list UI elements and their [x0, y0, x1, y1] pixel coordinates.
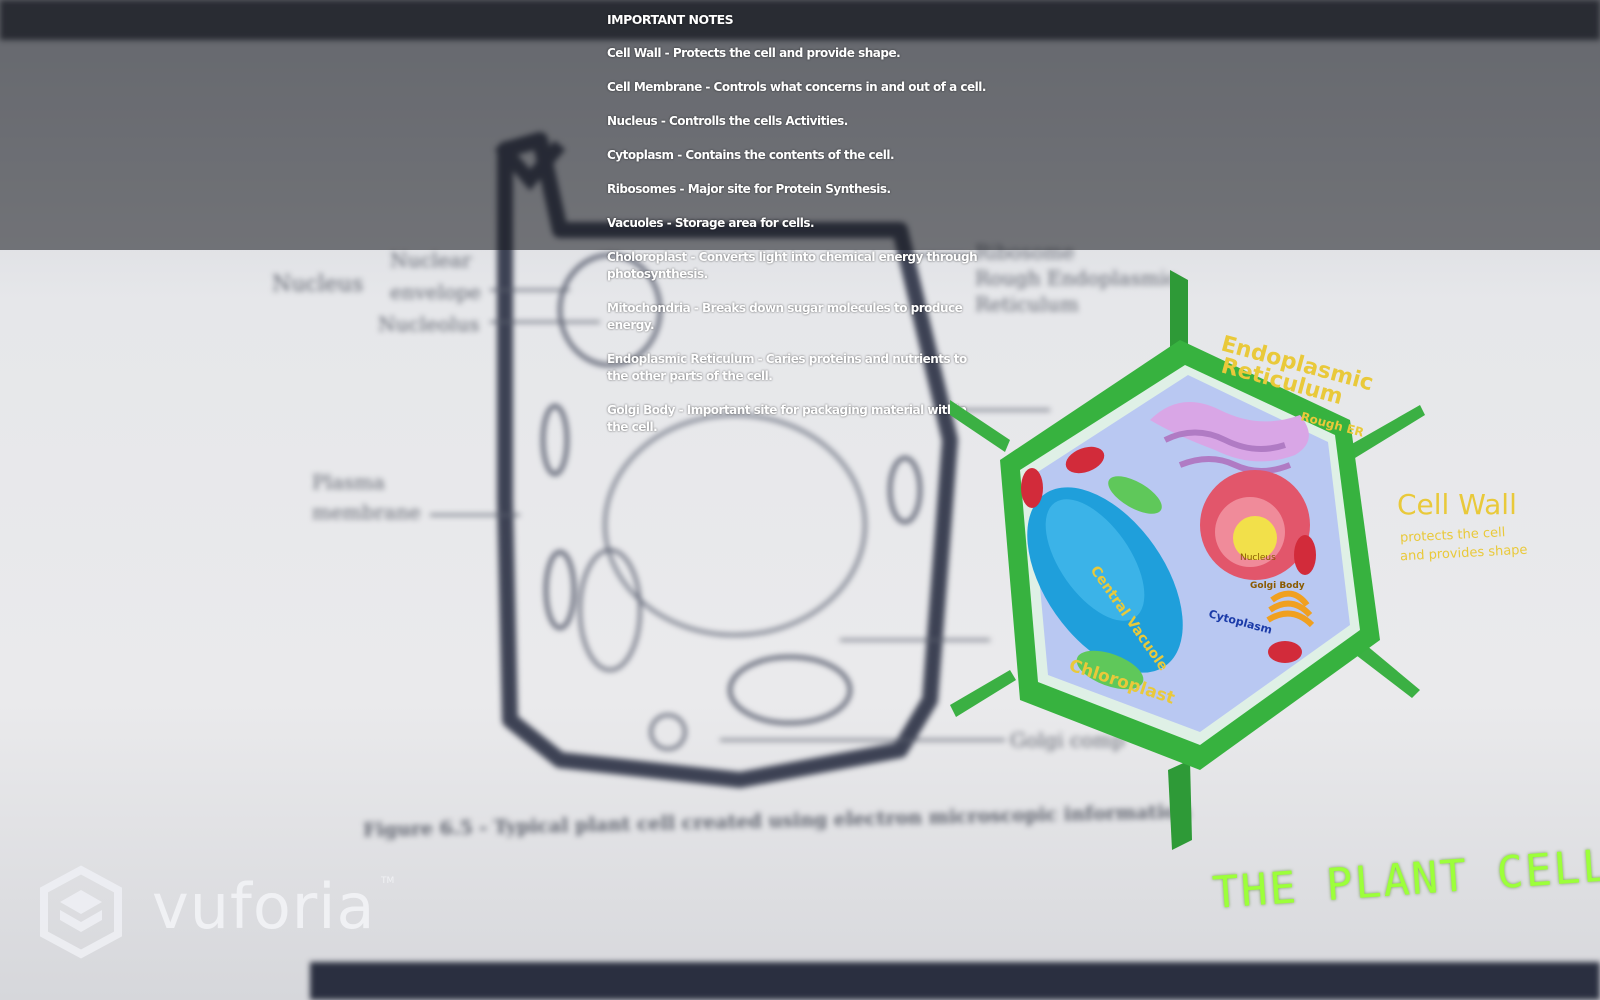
ar-plant-cell-model[interactable]: Endoplasmic Reticulum Rough ER Nucleus G… — [950, 270, 1528, 870]
notes-title: IMPORTANT NOTES — [607, 12, 734, 27]
mitochondrion-4 — [1268, 641, 1302, 663]
model-label-golgi: Golgi Body — [1250, 581, 1305, 591]
bg-label-envelope: envelope — [390, 280, 481, 304]
chloroplast-1 — [1076, 650, 1144, 690]
cell-wall-label: Cell Wall — [1397, 488, 1517, 521]
important-notes-panel: IMPORTANT NOTES Cell Wall - Protects the… — [607, 11, 987, 453]
chloroplast-2 — [1108, 476, 1162, 514]
wall-beam-bottom — [1168, 760, 1192, 850]
notes-list: Cell Wall - Protects the cell and provid… — [607, 45, 987, 436]
vuforia-cube-icon — [40, 865, 122, 959]
background-taskbar — [310, 962, 1600, 1000]
note-mitochondria: Mitochondria - Breaks down sugar molecul… — [607, 301, 963, 332]
wall-beam-right-bottom — [1352, 640, 1420, 698]
golgi-body — [1266, 590, 1315, 628]
note-vacuoles: Vacuoles - Storage area for cells. — [607, 216, 815, 230]
bg-label-rough-er-2: Reticulum — [975, 292, 1079, 316]
note-chloroplast: Choloroplast - Converts light into chemi… — [607, 250, 978, 281]
wall-beam-left-bottom — [950, 670, 1016, 717]
plant-cell-graphic[interactable]: Endoplasmic Reticulum Rough ER Nucleus G… — [950, 270, 1470, 870]
notes-overlay-band — [0, 0, 1600, 250]
bg-label-membrane: membrane — [312, 500, 421, 524]
model-label-nucleus: Nucleus — [1240, 553, 1276, 563]
mitochondrion-1 — [1065, 446, 1105, 474]
vuforia-wordmark: vuforia — [152, 870, 376, 943]
vuforia-watermark: vuforia TM — [36, 865, 396, 974]
note-nucleus: Nucleus - Controlls the cells Activities… — [607, 114, 848, 128]
note-cytoplasm: Cytoplasm - Contains the contents of the… — [607, 148, 895, 162]
note-ribosomes: Ribosomes - Major site for Protein Synth… — [607, 182, 891, 196]
note-cell-wall: Cell Wall - Protects the cell and provid… — [607, 46, 901, 60]
mitochondrion-2 — [1021, 468, 1043, 508]
bg-label-plasma: Plasma — [312, 470, 385, 494]
vuforia-trademark: TM — [381, 876, 395, 886]
bg-label-nucleus: Nucleus — [272, 272, 364, 297]
note-cell-membrane: Cell Membrane - Controls what concerns i… — [607, 80, 986, 94]
note-endoplasmic-reticulum: Endoplasmic Reticulum - Caries proteins … — [607, 352, 967, 383]
bg-label-nuclear: Nuclear — [390, 248, 472, 272]
bg-label-nucleolus: Nucleolus — [378, 312, 480, 336]
wall-beam-left-top — [950, 400, 1010, 452]
note-golgi-body: Golgi Body - Important site for packagin… — [607, 403, 967, 434]
mitochondrion-3 — [1294, 535, 1316, 575]
wall-beam-right-top — [1350, 405, 1425, 458]
bg-label-rough-er-1: Rough Endoplasmic — [975, 266, 1178, 290]
endoplasmic-reticulum — [1150, 402, 1309, 474]
